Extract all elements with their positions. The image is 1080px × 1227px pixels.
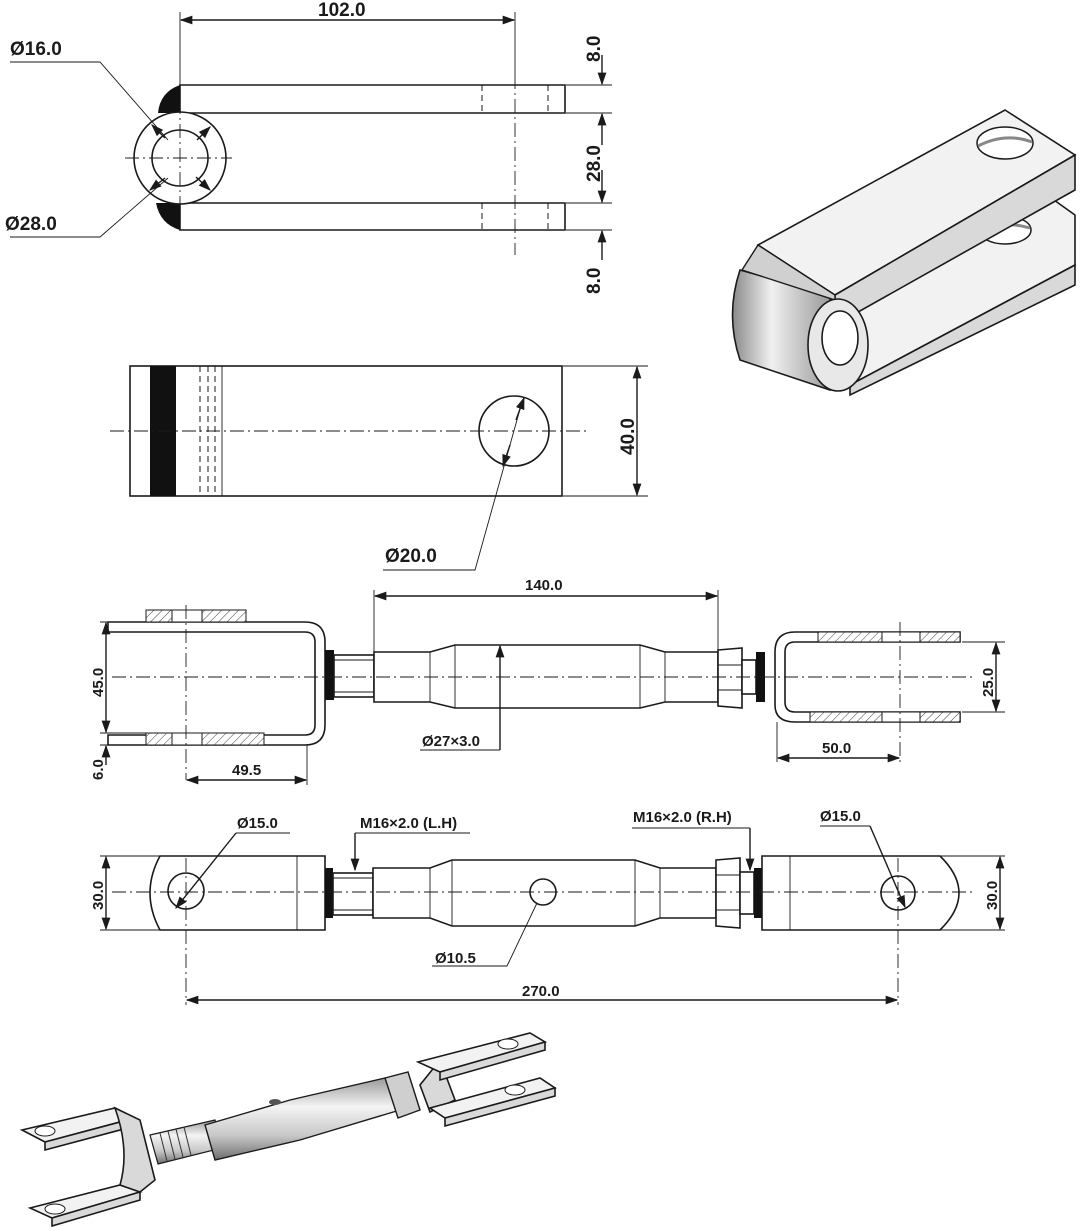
sleeve-dia-dim: Ø27×3.0 — [422, 733, 480, 750]
pin-hole-dia-label: Ø16.0 — [10, 39, 62, 60]
left-fork-width-dim: 45.0 — [90, 668, 107, 697]
left-eye-width-dim: 30.0 — [90, 881, 107, 910]
right-fork-gap-dim: 25.0 — [980, 668, 997, 697]
top-plate-thickness-dim: 8.0 — [584, 36, 605, 62]
assembly-side-view: Ø15.0 M16×2.0 (L.H) M16×2.0 (R.H) Ø15.0 … — [90, 808, 1005, 1005]
clevis-side-view: 40.0 Ø20.0 — [110, 365, 648, 571]
right-eye-width-dim: 30.0 — [984, 881, 1001, 910]
clevis-length-dim: 102.0 — [318, 0, 366, 21]
sleeve-length-dim: 140.0 — [525, 577, 563, 594]
left-eye-hole-dia: Ø15.0 — [237, 815, 278, 832]
left-hole-offset-dim: 49.5 — [232, 762, 261, 779]
overall-length-dim: 270.0 — [522, 983, 560, 1000]
right-hole-offset-dim: 50.0 — [822, 740, 851, 757]
clevis-isometric — [731, 109, 1077, 397]
clevis-top-view: Ø16.0 Ø28.0 102.0 8.0 28.0 8.0 — [5, 0, 612, 294]
bottom-plate-thickness-dim: 8.0 — [584, 268, 605, 294]
clevis-lower-plate — [179, 202, 566, 231]
side-hole-dia-label: Ø20.0 — [385, 546, 437, 567]
assembly-top-view: 140.0 45.0 6.0 49.5 Ø27×3.0 25.0 50.0 — [90, 577, 1005, 785]
right-thread-label: M16×2.0 (R.H) — [633, 809, 732, 826]
boss-dia-label: Ø28.0 — [5, 214, 57, 235]
left-thread-label: M16×2.0 (L.H) — [360, 815, 457, 832]
clevis-upper-plate — [179, 84, 566, 114]
assembly-isometric — [19, 1032, 557, 1227]
left-plate-thickness-dim: 6.0 — [90, 759, 107, 780]
side-width-dim: 40.0 — [618, 418, 639, 455]
gap-dim: 28.0 — [584, 145, 605, 182]
cross-hole-dia: Ø10.5 — [435, 950, 476, 967]
right-eye-hole-dia: Ø15.0 — [820, 808, 861, 825]
